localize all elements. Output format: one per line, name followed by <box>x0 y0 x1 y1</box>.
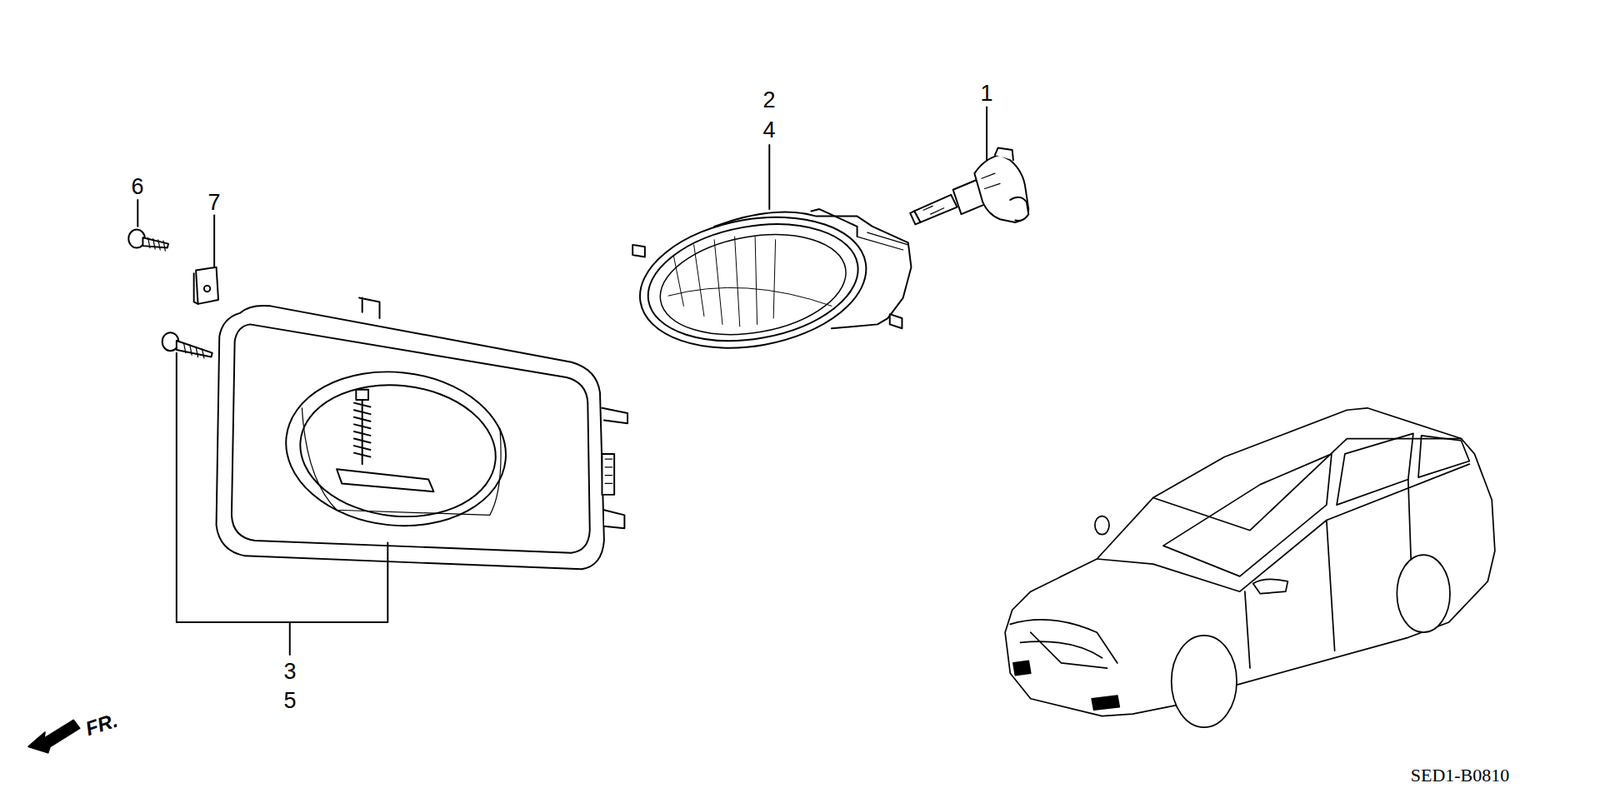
leader-line <box>213 215 215 267</box>
leader-line <box>176 353 388 623</box>
screw <box>162 332 213 359</box>
leader-line <box>136 200 139 227</box>
front-arrow <box>28 720 80 753</box>
clip <box>194 267 219 305</box>
vehicle <box>1005 408 1495 728</box>
callout-number: 5 <box>283 690 296 713</box>
callout-number: 4 <box>762 119 775 142</box>
callout-number: 7 <box>207 191 220 215</box>
adjust-spring <box>336 390 434 492</box>
front-label: FR. <box>83 710 120 740</box>
callout-number: 2 <box>762 89 775 112</box>
callout-number: 3 <box>283 660 296 684</box>
callout-number: 6 <box>130 175 144 199</box>
leader-line <box>768 145 770 210</box>
bulb <box>910 148 1029 225</box>
fog-lamp-bezel <box>216 298 628 570</box>
leader-line <box>289 622 291 655</box>
callout-number: 1 <box>980 82 993 105</box>
fog-lamp <box>629 200 911 365</box>
drawing-code: SED1-B0810 <box>1410 766 1510 785</box>
screw <box>128 230 169 252</box>
